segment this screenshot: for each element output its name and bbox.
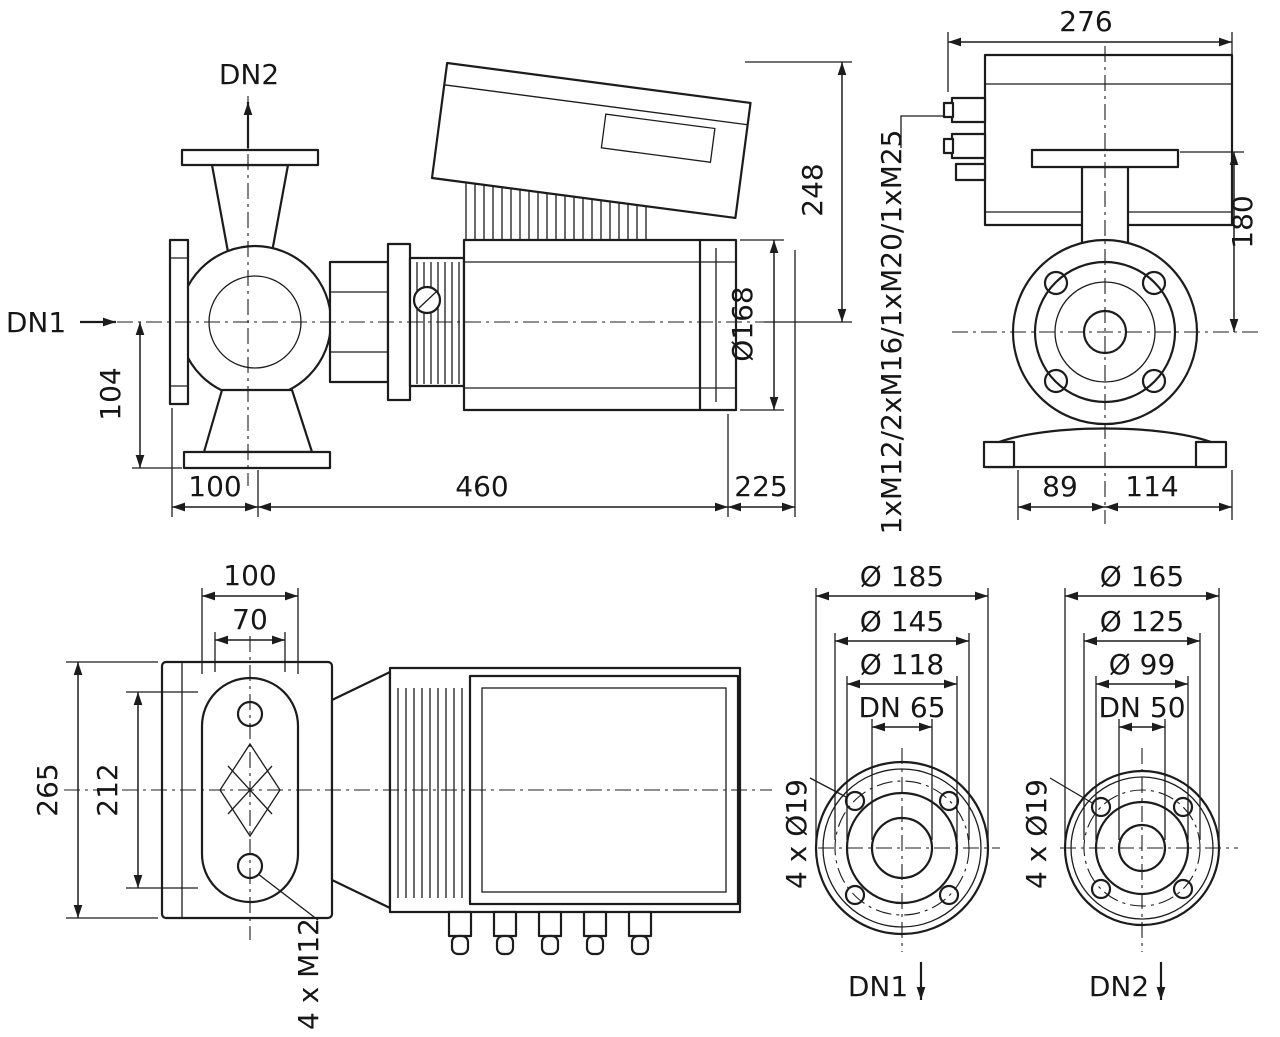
dim-label-125: Ø 125	[1100, 605, 1184, 638]
dim-label-70: 70	[232, 603, 268, 636]
dim-label-185: Ø 185	[860, 560, 944, 593]
base-plate	[182, 450, 332, 470]
dim-label-99: Ø 99	[1109, 648, 1176, 681]
flange1-hole-note: 4 x Ø19	[780, 779, 813, 889]
dim-label-180: 180	[1226, 195, 1259, 248]
dim-label-248: 248	[796, 163, 829, 216]
dim-label-168: Ø168	[726, 286, 759, 361]
dim-label-145: Ø 145	[860, 605, 944, 638]
dim-label-114: 114	[1125, 470, 1178, 503]
dim-label-104: 104	[94, 367, 127, 420]
cable-glands	[942, 96, 987, 182]
motor-body	[462, 238, 738, 412]
dim-label-89: 89	[1042, 470, 1078, 503]
front-view: 276 180 89 114 1xM12/2xM16/1xM20/1xM25	[875, 5, 1262, 535]
foot-pad-right	[1194, 440, 1228, 469]
dn2-label: DN2	[219, 58, 279, 91]
dim-label-212: 212	[91, 763, 124, 816]
side-view: DN2 DN1 248 Ø168 104 100 460 225	[6, 58, 852, 517]
bolt-note-label: 4 x M12	[292, 918, 325, 1030]
bearing-fins	[416, 262, 460, 384]
nameplate	[600, 113, 716, 163]
dim-label-276: 276	[1059, 5, 1112, 38]
electronic-module	[430, 61, 752, 220]
dim-label-165: Ø 165	[1100, 560, 1184, 593]
top-view: 100 70 265 212 4 x M12	[31, 559, 772, 1030]
pump-foot	[202, 388, 314, 454]
dim-label-118: Ø 118	[860, 648, 944, 681]
motor-fins-top	[397, 688, 463, 898]
flange-discharge-view: Ø 165 Ø 125 Ø 99 DN 50 4 x Ø19 DN2	[1020, 560, 1238, 1003]
flange-suction-view: Ø 185 Ø 145 Ø 118 DN 65 4 x Ø19 DN1	[780, 560, 1000, 1003]
dim-label-dn50: DN 50	[1098, 691, 1185, 724]
dim-label-460: 460	[455, 470, 508, 503]
flange1-port-label: DN1	[848, 970, 908, 1003]
port-diamond	[219, 742, 281, 838]
dim-label-265: 265	[31, 763, 64, 816]
discharge-neck	[210, 163, 290, 254]
cable-gland-label: 1xM12/2xM16/1xM20/1xM25	[875, 130, 908, 535]
dim-label-dn65: DN 65	[858, 691, 945, 724]
flange2-hole-note: 4 x Ø19	[1020, 779, 1053, 889]
discharge-flange	[180, 148, 320, 167]
foot-pad-left	[982, 440, 1016, 469]
dim-label-top-100: 100	[223, 559, 276, 592]
dim-label-100: 100	[188, 470, 241, 503]
flange2-port-label: DN2	[1089, 970, 1149, 1003]
dim-label-225: 225	[734, 470, 787, 503]
plug-connectors	[447, 910, 653, 956]
heat-sink-fins	[465, 183, 647, 240]
dn1-label: DN1	[6, 306, 66, 339]
